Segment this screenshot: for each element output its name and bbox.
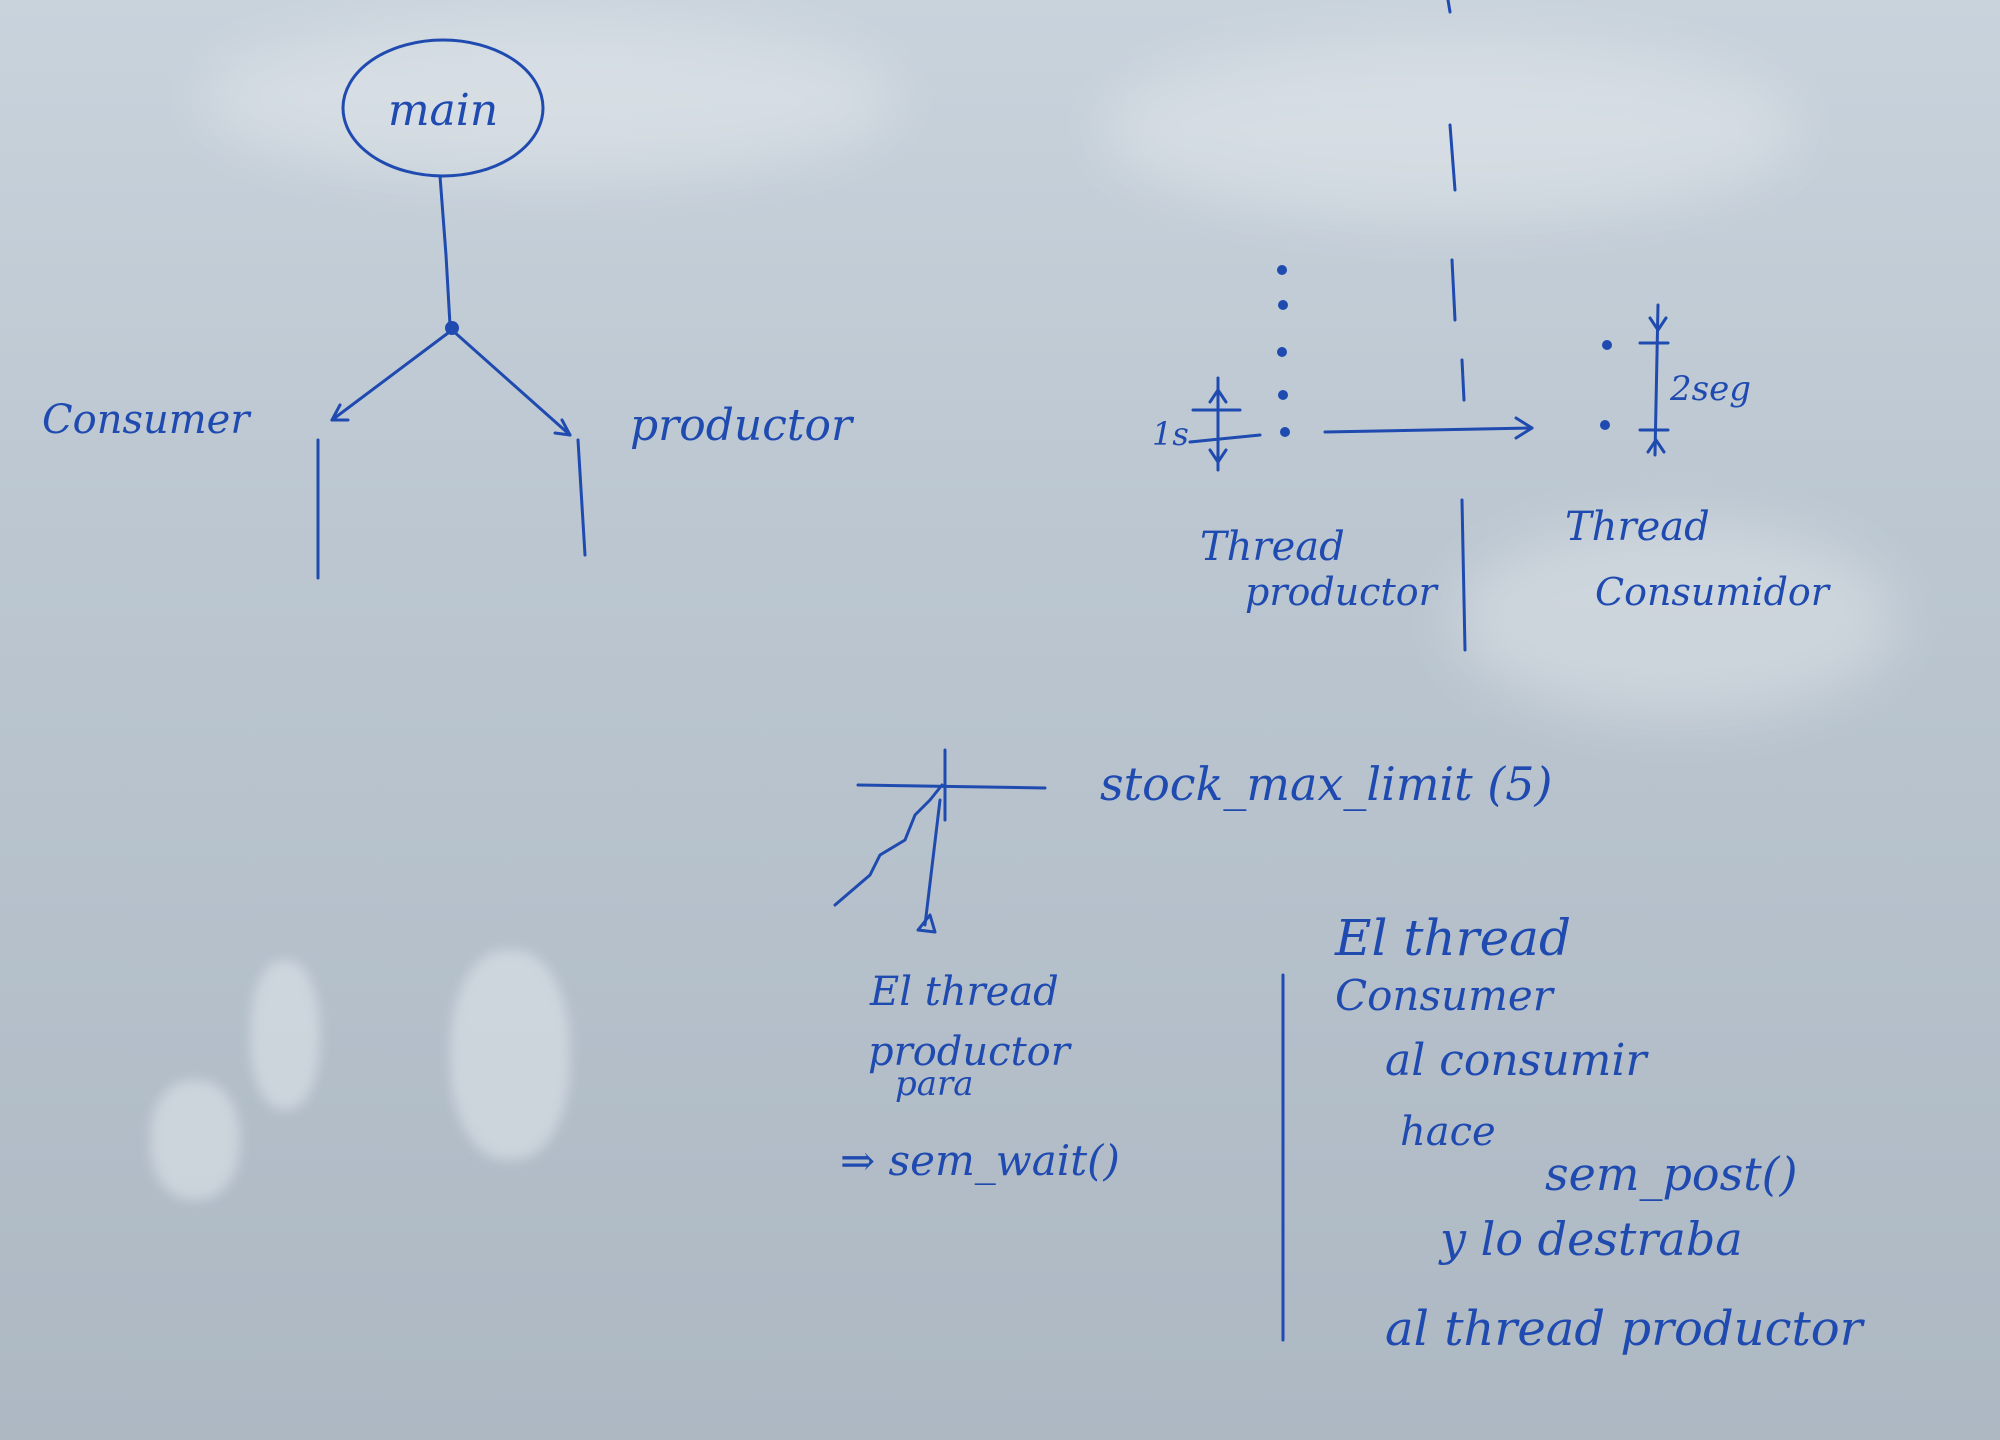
fork-diagram: main Consumer productor	[42, 38, 855, 580]
consumer-interval-marker	[1638, 303, 1670, 457]
main-label: main	[388, 85, 498, 136]
consumer-note-line-3: al consumir	[1385, 1035, 1649, 1086]
left-branch-arrowhead	[330, 403, 350, 422]
consumer-note-line-1: El thread	[1334, 909, 1571, 967]
left-branch-line	[330, 328, 454, 422]
stock-max-limit-label: stock_max_limit (5)	[1100, 757, 1552, 811]
consumer-note-line-7: al thread productor	[1385, 1301, 1866, 1357]
thread-consumer-label-2: Consumidor	[1595, 570, 1832, 614]
stock-graph: stock_max_limit (5)	[833, 748, 1552, 934]
producer-dots	[1277, 265, 1290, 437]
productor-label: productor	[630, 400, 855, 451]
producer-note-line-2: productor	[868, 1029, 1073, 1075]
producer-note: El thread productor para ⇒ sem_wait()	[840, 969, 1120, 1185]
stock-limit-line	[856, 783, 1047, 790]
producer-interval-label: 1s	[1152, 415, 1189, 453]
stock-drop-line	[923, 798, 942, 927]
producer-note-line-3: para	[895, 1064, 974, 1104]
consumer-label: Consumer	[42, 397, 252, 443]
consumer-note: El thread Consumer al consumir hace sem_…	[1334, 909, 1866, 1357]
consumer-note-line-5: sem_post()	[1545, 1147, 1798, 1201]
threads-divider	[1460, 498, 1467, 652]
main-stem	[438, 174, 452, 327]
consumer-note-line-2: Consumer	[1335, 971, 1556, 1020]
thread-producer-label-1: Thread	[1200, 524, 1345, 570]
right-branch-arrowhead	[553, 418, 572, 437]
consumer-note-line-6: y lo destraba	[1438, 1212, 1743, 1266]
thread-producer-label-2: productor	[1245, 570, 1440, 614]
consumer-note-line-4: hace	[1400, 1109, 1496, 1155]
producer-note-line-4: ⇒ sem_wait()	[840, 1136, 1120, 1185]
producer-note-line-1: El thread	[869, 969, 1059, 1015]
timing-diagram: 1s 2seg Thread productor Thread Consumid…	[1152, 265, 1832, 652]
flow-arrowhead	[1514, 416, 1534, 440]
consumer-dots	[1600, 340, 1612, 430]
producer-interval-marker	[1188, 376, 1262, 472]
producer-thread-line	[576, 438, 587, 557]
stock-drop-arrowhead	[916, 913, 937, 934]
top-divider	[1446, 0, 1466, 402]
consumer-interval-label: 2seg	[1669, 369, 1751, 409]
right-branch-line	[450, 328, 572, 437]
main-circle	[341, 38, 545, 178]
stock-fill-curve	[833, 783, 944, 907]
flow-arrow	[1323, 426, 1534, 434]
thread-consumer-label-1: Thread	[1565, 504, 1710, 550]
